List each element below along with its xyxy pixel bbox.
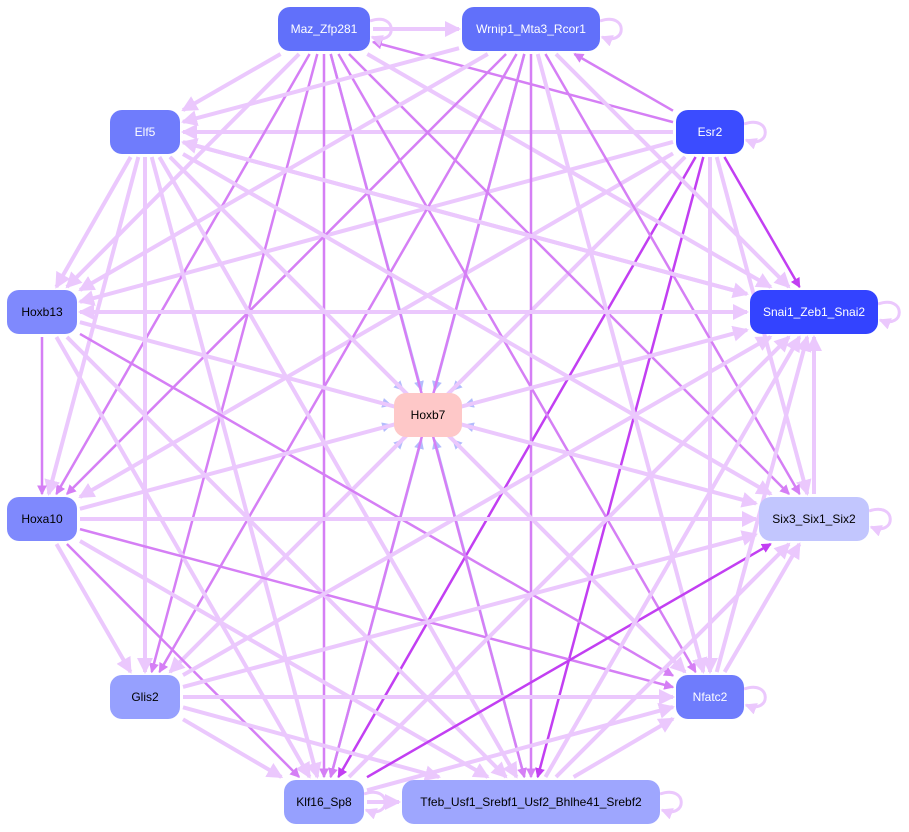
node-label: Klf16_Sp8	[296, 795, 352, 809]
edge-wrnip1-to-hoxb13	[78, 52, 489, 292]
node-label: Glis2	[131, 690, 159, 704]
node-label: Esr2	[697, 125, 723, 139]
edge-glis2-to-tfeb	[182, 705, 442, 782]
edge-esr2-to-wrnip1	[573, 52, 674, 112]
edge-esr2-to-maz	[371, 39, 674, 124]
edge-tfeb-to-six3	[554, 542, 791, 779]
edge-hoxb13-to-tfeb	[65, 335, 508, 779]
edge-klf16-to-nfatc2	[366, 703, 675, 793]
edge-hoxa10-to-glis2	[54, 542, 133, 674]
self-loop-tfeb	[659, 790, 683, 820]
edge-wrnip1-to-elf5	[181, 46, 460, 126]
edge-esr2-to-klf16	[337, 156, 697, 779]
node-klf16[interactable]: Klf16_Sp8	[284, 780, 364, 824]
edge-esr2-to-hoxa10	[78, 151, 675, 499]
edge-tfeb-to-snai1	[543, 335, 802, 779]
self-loop-six3	[868, 507, 892, 537]
node-elf5[interactable]: Elf5	[110, 110, 180, 154]
edge-hoxa10-to-nfatc2	[79, 527, 675, 690]
edge-klf16-to-six3	[366, 542, 772, 779]
self-loop-snai1	[877, 300, 901, 330]
self-loop-nfatc2	[743, 685, 767, 715]
self-loop-maz	[369, 17, 393, 47]
edge-hoxb13-to-nfatc2	[79, 332, 675, 677]
node-label: Nfatc2	[692, 690, 728, 704]
node-label: Elf5	[134, 125, 156, 139]
edge-snai1-to-elf5	[181, 138, 748, 296]
edge-elf5-to-tfeb	[157, 156, 519, 779]
node-hoxb7[interactable]: Hoxb7	[394, 393, 462, 437]
node-nfatc2[interactable]: Nfatc2	[676, 675, 744, 719]
node-tfeb[interactable]: Tfeb_Usf1_Srebf1_Usf2_Bhlhe41_Srebf2	[402, 780, 660, 824]
edge-elf5-to-six3	[181, 152, 773, 496]
node-label: Hoxa10	[21, 512, 63, 526]
node-maz[interactable]: Maz_Zfp281	[278, 7, 370, 51]
node-six3[interactable]: Six3_Six1_Six2	[759, 497, 869, 541]
edge-wrnip1-to-glis2	[158, 53, 518, 674]
node-snai1[interactable]: Snai1_Zeb1_Snai2	[750, 290, 878, 334]
self-loop-esr2	[743, 120, 767, 150]
edge-wrnip1-to-snai1	[554, 52, 791, 289]
node-label: Hoxb13	[21, 305, 63, 319]
node-label: Wrnip1_Mta3_Rcor1	[476, 22, 586, 36]
node-label: Tfeb_Usf1_Srebf1_Usf2_Bhlhe41_Srebf2	[420, 795, 642, 809]
edge-maz-to-elf5	[181, 52, 282, 112]
edge-glis2-to-klf16	[181, 717, 284, 779]
node-label: Hoxb7	[410, 408, 446, 422]
edge-esr2-to-snai1	[723, 156, 801, 289]
edge-glis2-to-snai1	[182, 335, 773, 677]
node-esr2[interactable]: Esr2	[676, 110, 744, 154]
node-label: Six3_Six1_Six2	[772, 512, 856, 526]
node-hoxa10[interactable]: Hoxa10	[7, 497, 77, 541]
node-label: Snai1_Zeb1_Snai2	[762, 305, 866, 319]
edge-maz-to-six3	[348, 53, 790, 495]
node-glis2[interactable]: Glis2	[110, 675, 180, 719]
node-wrnip1[interactable]: Wrnip1_Mta3_Rcor1	[462, 7, 600, 51]
edge-klf16-to-snai1	[347, 335, 791, 779]
edge-maz-to-nfatc2	[337, 53, 697, 674]
edge-tfeb-to-nfatc2	[572, 716, 675, 779]
edge-nfatc2-to-six3	[722, 542, 802, 674]
self-loop-wrnip1	[599, 17, 623, 47]
self-loop-klf16	[363, 790, 387, 820]
node-label: Maz_Zfp281	[290, 22, 358, 36]
edge-elf5-to-hoxb13	[54, 156, 133, 289]
edge-hoxa10-to-klf16	[66, 543, 300, 778]
edge-glis2-to-six3	[182, 530, 758, 689]
node-hoxb13[interactable]: Hoxb13	[7, 290, 77, 334]
